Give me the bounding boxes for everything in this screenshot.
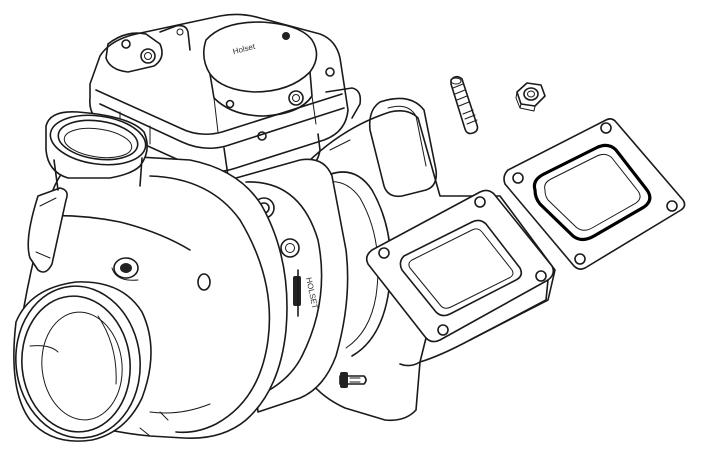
- nut: [515, 82, 546, 112]
- compressor-outlet: [45, 110, 148, 191]
- stud: [450, 75, 479, 135]
- compressor-inlet: [13, 281, 152, 442]
- flange-gasket: [503, 118, 686, 270]
- turbine-inlet-flange: [365, 189, 555, 367]
